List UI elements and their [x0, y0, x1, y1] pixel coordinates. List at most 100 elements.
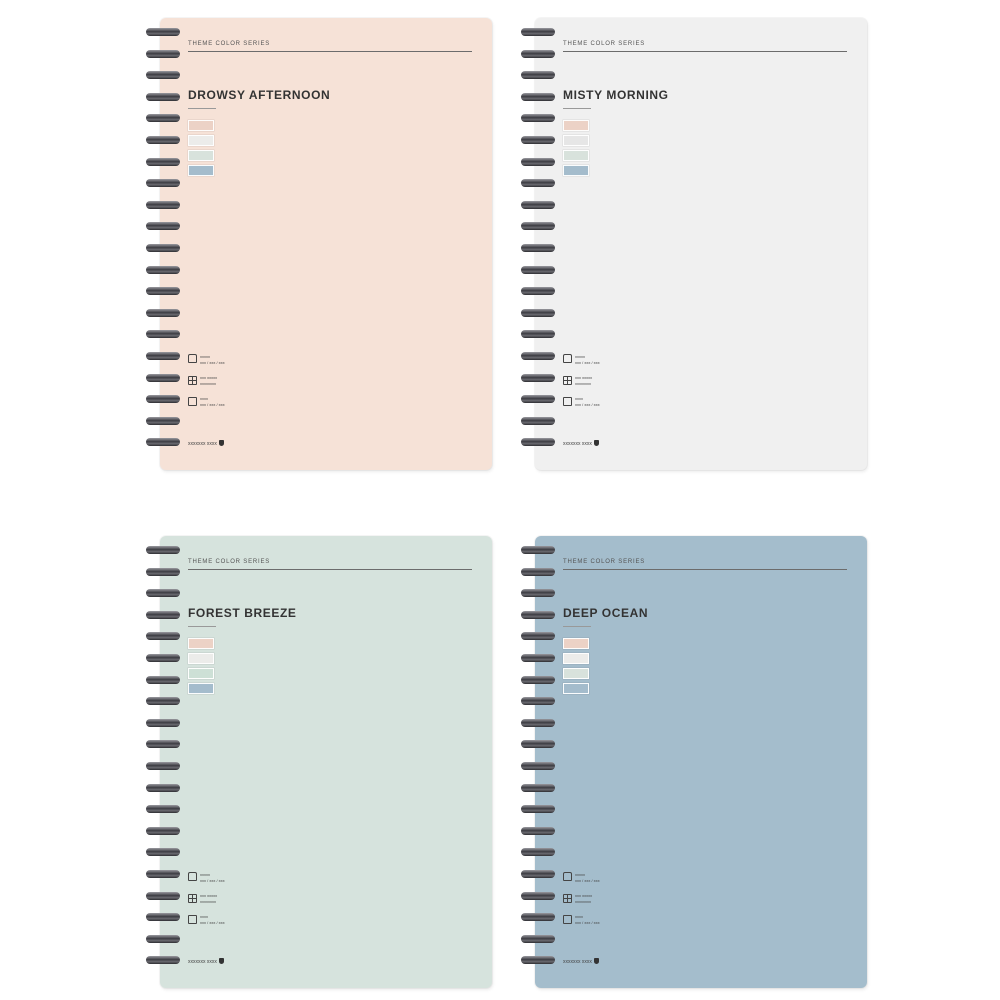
spiral-binding [521, 546, 555, 986]
title-rule [563, 108, 591, 109]
spec-line: xxxx [575, 396, 583, 401]
spiral-coil [146, 546, 180, 554]
spec-line: xxx xxxxx [575, 893, 593, 898]
spiral-coil [521, 265, 555, 274]
spec-line: xxx / xxx / xxx [200, 920, 225, 925]
spiral-coil [146, 92, 180, 101]
notebook-cover: THEME COLOR SERIES MISTY MORNING xxxxx x… [535, 18, 867, 470]
spiral-coil [521, 222, 555, 231]
spiral-coil [521, 675, 555, 684]
color-swatch [188, 165, 214, 176]
top-rule [188, 569, 472, 570]
lock-icon [188, 872, 197, 881]
spiral-binding [146, 546, 180, 986]
spec-line: xxx / xxx / xxx [575, 360, 600, 365]
spec-line: xxxxxxxx [575, 381, 591, 386]
spiral-binding [146, 28, 180, 468]
top-rule [188, 51, 472, 52]
grid-icon [188, 894, 197, 903]
spiral-coil [521, 718, 555, 727]
series-label: THEME COLOR SERIES [188, 559, 271, 565]
spiral-coil [146, 136, 180, 144]
spiral-coil [521, 49, 555, 58]
spiral-coil [521, 395, 555, 404]
spec-line: xxxxxxxx [200, 899, 216, 904]
color-swatch [563, 683, 589, 694]
spiral-coil [521, 136, 555, 144]
spec-line: xxxxx [575, 354, 585, 359]
color-swatch [188, 653, 214, 664]
spiral-coil [146, 675, 180, 684]
spec-line: xxxx [200, 396, 208, 401]
title-rule [188, 626, 216, 627]
spiral-coil [521, 697, 555, 706]
spiral-coil [146, 179, 180, 188]
spiral-coil [146, 589, 180, 598]
brand-logo-icon [219, 440, 224, 446]
spiral-coil [521, 805, 555, 814]
spiral-coil [521, 567, 555, 576]
spiral-binding [521, 28, 555, 468]
spiral-coil [146, 395, 180, 404]
spiral-coil [521, 373, 555, 382]
spiral-coil [146, 49, 180, 58]
spec-line: xxx / xxx / xxx [200, 402, 225, 407]
color-swatch [188, 135, 214, 146]
spec-line: xxx xxxxx [200, 893, 218, 898]
spec-line: xxx / xxx / xxx [200, 878, 225, 883]
brand-name: xxxxxxx xxxx [563, 959, 592, 965]
spiral-coil [146, 416, 180, 425]
spec-line: xxx xxxxx [575, 375, 593, 380]
spiral-coil [146, 71, 180, 80]
spiral-coil [146, 567, 180, 576]
notebook-drowsy-afternoon: THEME COLOR SERIES DROWSY AFTERNOON xxxx… [140, 18, 500, 473]
top-rule [563, 51, 847, 52]
spiral-coil [521, 913, 555, 922]
series-label: THEME COLOR SERIES [188, 41, 271, 47]
spiral-coil [146, 826, 180, 835]
spiral-coil [146, 913, 180, 922]
spiral-coil [146, 330, 180, 339]
spec-line: xxxx [575, 914, 583, 919]
spiral-coil [521, 308, 555, 317]
spiral-coil [146, 308, 180, 317]
spec-line: xxxxx [200, 354, 210, 359]
spiral-coil [521, 654, 555, 662]
spec-line: xxx / xxx / xxx [575, 878, 600, 883]
spiral-coil [146, 28, 180, 36]
spec-line: xxxx [200, 914, 208, 919]
lock-icon [563, 354, 572, 363]
spiral-coil [521, 934, 555, 943]
brand-name: xxxxxxx xxxx [188, 959, 217, 965]
spiral-coil [146, 934, 180, 943]
notebook-misty-morning: THEME COLOR SERIES MISTY MORNING xxxxx x… [515, 18, 875, 473]
spiral-coil [521, 179, 555, 188]
brand-name: xxxxxxx xxxx [563, 441, 592, 447]
spiral-coil [521, 848, 555, 857]
notebook-cover: THEME COLOR SERIES DROWSY AFTERNOON xxxx… [160, 18, 492, 470]
spiral-coil [521, 870, 555, 878]
notebook-title: DEEP OCEAN [563, 606, 649, 620]
spiral-coil [146, 287, 180, 296]
spiral-coil [521, 546, 555, 554]
notebook-deep-ocean: THEME COLOR SERIES DEEP OCEAN xxxxx xxx … [515, 536, 875, 991]
series-label: THEME COLOR SERIES [563, 41, 646, 47]
notebook-cover: THEME COLOR SERIES DEEP OCEAN xxxxx xxx … [535, 536, 867, 988]
spiral-coil [146, 265, 180, 274]
title-rule [188, 108, 216, 109]
brand-logo-icon [594, 958, 599, 964]
page-icon [188, 397, 197, 406]
spec-line: xxx / xxx / xxx [200, 360, 225, 365]
color-swatch [563, 638, 589, 649]
notebook-cover: THEME COLOR SERIES FOREST BREEZE xxxxx x… [160, 536, 492, 988]
spiral-coil [146, 718, 180, 727]
spiral-coil [521, 114, 555, 123]
color-swatch [563, 653, 589, 664]
spiral-coil [521, 826, 555, 835]
spiral-coil [146, 222, 180, 231]
brand-logo-icon [594, 440, 599, 446]
color-swatch [188, 150, 214, 161]
spiral-coil [521, 71, 555, 80]
spiral-coil [146, 632, 180, 641]
spiral-coil [521, 157, 555, 166]
